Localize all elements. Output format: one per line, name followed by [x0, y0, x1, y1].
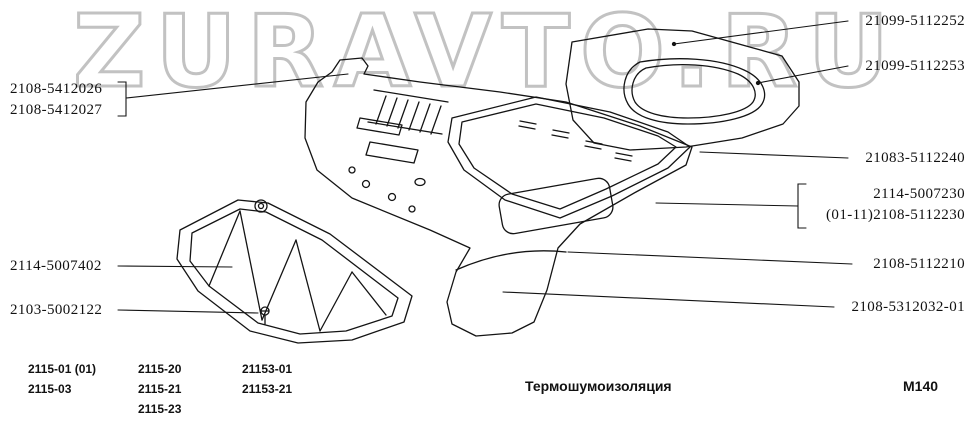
- mid-floor-mat: [498, 177, 614, 235]
- floor-hole: [361, 179, 371, 189]
- floor-slot: [365, 141, 419, 164]
- leader-line: [757, 65, 849, 84]
- dash-panel-hole: [257, 202, 265, 210]
- dash-panel-hole: [254, 199, 268, 213]
- leader-line: [655, 202, 799, 207]
- floor-hole: [387, 192, 397, 202]
- left-pair-bracket: [117, 81, 127, 117]
- lattice-rib: [239, 210, 263, 321]
- leader-line: [567, 251, 853, 265]
- rear-floor-mat-outline: [447, 96, 691, 219]
- site-watermark: ZURAVTO.RU: [72, 0, 899, 110]
- part-label-rear-shelf-outer: 21099-5112252: [865, 13, 965, 29]
- floor-hole: [408, 205, 416, 213]
- part-label-left-pair-2: 2108-5412027: [10, 102, 103, 118]
- leader-line: [125, 73, 349, 99]
- floor-hole: [414, 177, 426, 187]
- model-item: 21153-21: [242, 382, 293, 396]
- model-item: 21153-01: [242, 362, 293, 376]
- part-label-plug: 2103-5002122: [10, 302, 103, 318]
- part-label-rear-floor: 21083-5112240: [865, 150, 965, 166]
- leader-line: [117, 265, 233, 268]
- part-label-group-a: 2114-5007230: [873, 186, 965, 202]
- part-label-rear-shelf-inner: 21099-5112253: [865, 58, 965, 74]
- part-label-group-b: (01-11)2108-5112230: [826, 207, 965, 223]
- part-label-left-pair-1: 2108-5412026: [10, 81, 103, 97]
- rear-shelf-inner-mat-inner-line: [631, 63, 756, 119]
- dash-panel-outline: [176, 199, 413, 344]
- rear-shelf-inner-mat-outline: [623, 58, 766, 125]
- floor-pan-outline: [304, 57, 693, 337]
- dash-panel-inner-line: [189, 208, 399, 335]
- leader-line: [502, 291, 835, 308]
- leader-line: [699, 151, 849, 159]
- mat-front-edge: [455, 250, 567, 271]
- right-group-bracket: [797, 183, 807, 229]
- rear-floor-mat-inner-line: [458, 103, 677, 210]
- lattice-rib: [208, 210, 241, 287]
- rib-edge: [373, 89, 449, 103]
- page-title: Термошумоизоляция: [525, 378, 672, 394]
- part-label-mid-floor: 2108-5112210: [873, 256, 965, 272]
- rib-edge: [367, 121, 443, 135]
- model-item: 2115-21: [138, 382, 182, 396]
- model-item: 2115-01 (01): [28, 362, 97, 376]
- floor-hole: [348, 166, 356, 174]
- leader-line: [673, 20, 849, 45]
- model-item: 2115-03: [28, 382, 72, 396]
- part-label-front-floor: 2108-5312032-01: [851, 299, 965, 315]
- leader-line: [117, 309, 259, 314]
- lattice-rib: [351, 271, 387, 316]
- lattice-rib: [295, 239, 321, 332]
- lattice-rib: [319, 271, 353, 332]
- page-code: М140: [903, 378, 939, 394]
- floor-slot: [356, 117, 403, 136]
- model-item: 2115-23: [138, 402, 182, 416]
- part-label-dash-panel: 2114-5007402: [10, 258, 102, 274]
- lattice-rib: [261, 239, 297, 321]
- model-item: 2115-20: [138, 362, 182, 376]
- rear-shelf-outline: [565, 28, 800, 151]
